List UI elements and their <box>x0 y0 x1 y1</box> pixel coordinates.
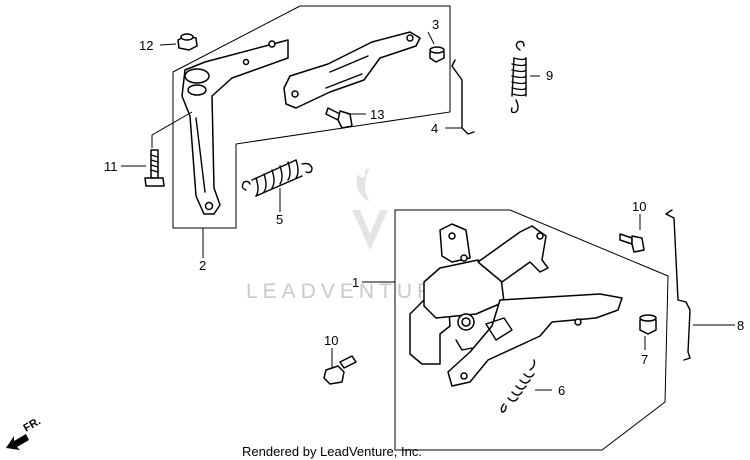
link-plate-part <box>283 31 421 109</box>
callout-1: 1 <box>352 275 359 290</box>
control-lever-part <box>181 39 289 215</box>
bolt-part <box>144 149 165 187</box>
callout-3: 3 <box>432 17 439 32</box>
control-base-assembly <box>409 223 623 387</box>
front-direction-marker: FR. <box>6 415 43 450</box>
flange-nut-part <box>177 33 198 51</box>
callout-10-upper: 10 <box>632 199 646 214</box>
leader-lines <box>121 31 735 391</box>
collar-part-lower <box>639 314 657 335</box>
callout-5: 5 <box>276 212 283 227</box>
callout-9: 9 <box>546 68 553 83</box>
callout-12: 12 <box>139 38 153 53</box>
callout-6: 6 <box>558 383 565 398</box>
collar-part <box>429 46 445 63</box>
callout-11: 11 <box>104 159 118 174</box>
bolt-part-upper-right <box>619 233 645 253</box>
lower-group-frame <box>394 209 669 451</box>
callout-13: 13 <box>370 107 384 122</box>
small-bolt-part <box>325 107 353 129</box>
callout-10-lower: 10 <box>324 333 338 348</box>
spring-part-middle <box>241 159 313 197</box>
watermark-logo <box>352 168 388 250</box>
spring-part-upper <box>510 40 527 114</box>
spring-part-lower <box>500 359 536 413</box>
front-label: FR. <box>22 415 43 434</box>
callout-2: 2 <box>199 258 206 273</box>
footer-credit: Rendered by LeadVenture, Inc. <box>242 444 422 459</box>
watermark-text: LEADVENTURE <box>246 280 456 303</box>
rod-part-right <box>665 209 691 361</box>
callout-8: 8 <box>737 318 744 333</box>
callout-4: 4 <box>431 121 438 136</box>
callout-7: 7 <box>641 352 648 367</box>
bolt-part-lower-left <box>323 355 357 385</box>
rod-part <box>451 59 475 135</box>
